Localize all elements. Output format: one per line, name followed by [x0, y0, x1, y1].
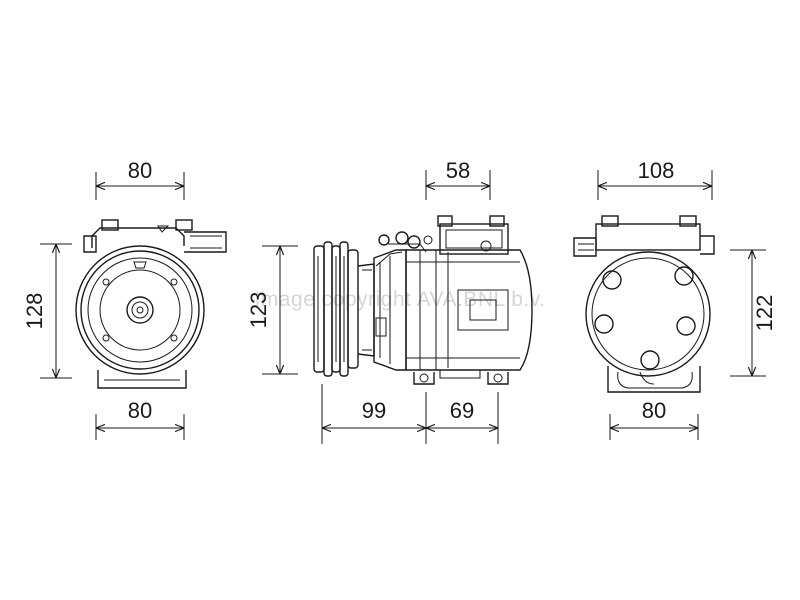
rear-view [573, 215, 715, 393]
dim-rear-bottom: 80 [642, 398, 666, 423]
front-view [75, 219, 227, 389]
dim-side-bottom-left: 99 [362, 398, 386, 423]
dim-side-bottom-right: 69 [450, 398, 474, 423]
dimension-lines [40, 170, 766, 444]
dim-front-left: 128 [22, 293, 47, 330]
side-view [313, 215, 533, 385]
dim-front-top: 80 [128, 158, 152, 183]
dim-side-top: 58 [446, 158, 470, 183]
dim-rear-top: 108 [638, 158, 675, 183]
watermark: Image copyright AVA.BNL b.v. [254, 288, 545, 311]
dim-side-left: 123 [246, 292, 271, 329]
dim-front-bottom: 80 [128, 398, 152, 423]
dim-rear-right: 122 [752, 295, 777, 332]
